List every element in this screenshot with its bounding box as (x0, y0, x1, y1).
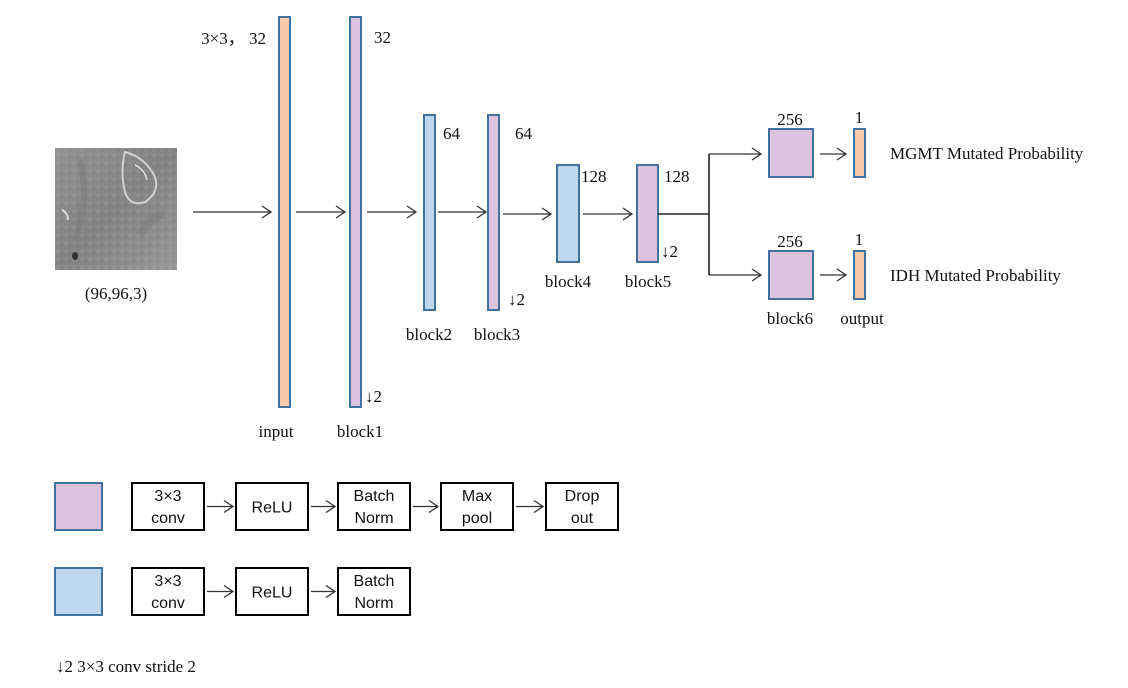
block3-bar (487, 114, 500, 311)
idh-block6-channels: 256 (777, 232, 803, 251)
block3-channels-label: 64 (515, 124, 533, 143)
block4-bar (556, 164, 580, 263)
legend-op-label: conv (151, 510, 185, 527)
legend-op-label: Max (462, 488, 492, 505)
legend-op-label: Norm (354, 510, 393, 527)
arrow-input-to-block1 (296, 205, 347, 219)
legend-op-label: ReLU (252, 500, 293, 517)
legend-op-label: ReLU (252, 585, 293, 602)
arrow-to-mgmt-block (709, 147, 763, 161)
main-arrows (193, 205, 634, 221)
legend-arrow (516, 499, 545, 514)
legend-op-box (131, 482, 205, 531)
block2-channels-label: 64 (443, 124, 461, 143)
arrow-image-to-input (193, 205, 273, 219)
legend-blue-swatch (54, 567, 103, 616)
arrow-block2-to-block3 (438, 205, 488, 219)
legend-op-box (440, 482, 514, 531)
block1-channels-label: 32 (374, 28, 391, 47)
legend-op-label: conv (151, 595, 185, 612)
legend-op-label: 3×3 (154, 488, 181, 505)
arrow-to-mgmt-output (820, 147, 848, 161)
idh-block6-square (768, 250, 814, 300)
legend-arrow (311, 584, 337, 599)
branch-connector (658, 147, 848, 282)
arrow-to-idh-block (709, 268, 763, 282)
legend-arrow (311, 499, 337, 514)
mgmt-block6-channels: 256 (777, 110, 803, 129)
legend-op-label: Drop (565, 488, 600, 505)
block1-bar (349, 16, 362, 408)
legend-op-box (545, 482, 619, 531)
block6-label: block6 (767, 309, 813, 328)
legend-op-label: Batch (354, 488, 395, 505)
arrow-block1-to-block2 (367, 205, 418, 219)
mgmt-block6-square (768, 128, 814, 178)
legend-arrow (207, 499, 235, 514)
block2-bar (423, 114, 436, 311)
block4-channels-label: 128 (581, 167, 607, 186)
block5-channels-label: 128 (664, 167, 690, 186)
mgmt-output-bar (853, 128, 866, 178)
block3-label: block3 (474, 325, 520, 344)
legend-op-box (337, 567, 411, 616)
arrow-block3-to-block4 (503, 207, 553, 221)
input-channels-label: 3×3， 32 (201, 29, 266, 48)
input-shape-label: (96,96,3) (85, 284, 147, 303)
idh-output-channels: 1 (855, 230, 864, 249)
legend-op-box (235, 567, 309, 616)
idh-output-bar (853, 250, 866, 300)
legend-op-box (337, 482, 411, 531)
input-label: input (259, 422, 294, 441)
mgmt-output-channels: 1 (855, 108, 864, 127)
arrow-block4-to-block5 (583, 207, 634, 221)
idh-result-label: IDH Mutated Probability (890, 266, 1061, 285)
input-mri-image (55, 148, 177, 270)
legend-purple-swatch (54, 482, 103, 531)
legend-arrow (413, 499, 440, 514)
mgmt-result-label: MGMT Mutated Probability (890, 144, 1084, 163)
block5-label: block5 (625, 272, 671, 291)
legend-op-label: Norm (354, 595, 393, 612)
block2-label: block2 (406, 325, 452, 344)
legend-op-label: Batch (354, 573, 395, 590)
block1-label: block1 (337, 422, 383, 441)
arrow-to-idh-output (820, 268, 848, 282)
block3-stride-mark: ↓2 (508, 290, 525, 309)
legend-op-label: pool (462, 510, 492, 527)
block5-bar (636, 164, 659, 263)
block4-label: block4 (545, 272, 592, 291)
legend-op-box (131, 567, 205, 616)
legend-arrow (207, 584, 235, 599)
legend-op-box (235, 482, 309, 531)
input-layer-bar (278, 16, 291, 408)
legend-stride-note: ↓2 3×3 conv stride 2 (56, 657, 196, 676)
legend-op-label: 3×3 (154, 573, 181, 590)
block5-stride-mark: ↓2 (661, 242, 678, 261)
legend-op-label: out (571, 510, 594, 527)
output-label: output (840, 309, 884, 328)
block1-stride-mark: ↓2 (365, 387, 382, 406)
